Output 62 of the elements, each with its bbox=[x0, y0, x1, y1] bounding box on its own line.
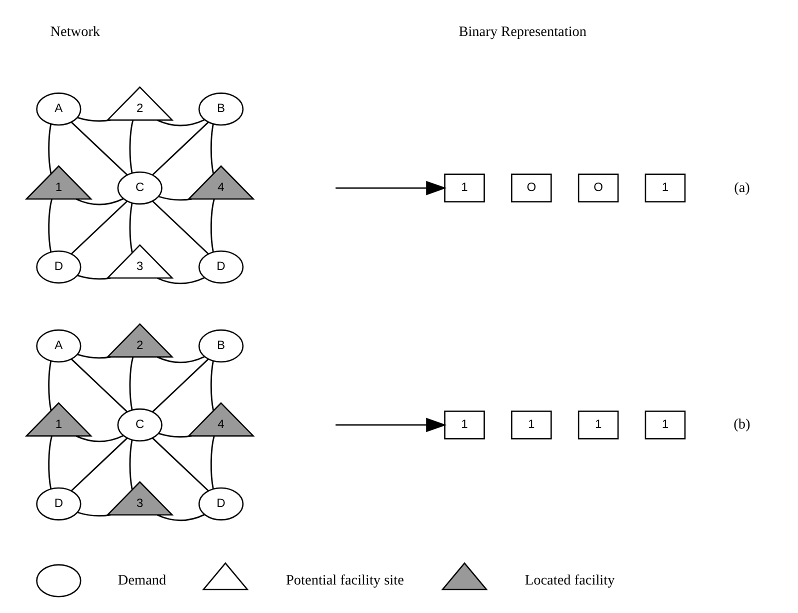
connector bbox=[71, 200, 128, 254]
connector bbox=[210, 361, 214, 410]
node-ellipse: A bbox=[36, 92, 82, 126]
connector bbox=[48, 436, 52, 489]
node-box: 1 bbox=[644, 410, 686, 440]
connector bbox=[152, 438, 209, 492]
arrow bbox=[336, 418, 447, 432]
connector bbox=[70, 122, 128, 176]
connector bbox=[48, 361, 52, 410]
connector bbox=[70, 358, 128, 412]
node-box: O bbox=[578, 174, 619, 202]
connector bbox=[129, 440, 133, 490]
node-ellipse: D bbox=[36, 487, 82, 520]
connector bbox=[129, 356, 134, 410]
connector bbox=[77, 512, 111, 517]
node-box: 1 bbox=[578, 410, 619, 440]
connector bbox=[129, 120, 134, 174]
connector bbox=[157, 119, 205, 126]
arrow bbox=[336, 180, 447, 196]
connector bbox=[48, 124, 52, 174]
node-ellipse: D bbox=[198, 487, 244, 520]
connector bbox=[48, 199, 52, 252]
connector bbox=[152, 122, 209, 176]
connector bbox=[71, 438, 128, 492]
legend-label: Demand bbox=[118, 572, 166, 588]
node-box: 1 bbox=[511, 410, 552, 440]
connector bbox=[157, 514, 205, 522]
node-triangle bbox=[441, 562, 488, 590]
connector bbox=[129, 203, 133, 253]
connector bbox=[77, 274, 111, 280]
node-ellipse: C bbox=[117, 171, 162, 205]
connector bbox=[157, 356, 205, 364]
connector bbox=[152, 200, 209, 254]
label: (b) bbox=[734, 416, 750, 433]
node-ellipse: C bbox=[117, 408, 162, 442]
label: (a) bbox=[734, 180, 750, 196]
node-ellipse: B bbox=[198, 92, 244, 126]
node-ellipse: D bbox=[198, 250, 244, 284]
connector bbox=[157, 277, 205, 284]
node-triangle bbox=[202, 562, 249, 590]
node-ellipse: B bbox=[198, 329, 244, 363]
legend-label: Potential facility site bbox=[286, 572, 404, 588]
node-box: 1 bbox=[444, 174, 485, 202]
connector bbox=[210, 436, 215, 489]
connector bbox=[152, 358, 209, 412]
connector bbox=[76, 198, 124, 206]
connector bbox=[77, 354, 111, 359]
connector bbox=[77, 116, 111, 122]
connector bbox=[210, 124, 214, 174]
connector bbox=[158, 196, 192, 201]
connector bbox=[210, 199, 215, 252]
label: Network bbox=[50, 24, 100, 40]
node-ellipse: D bbox=[36, 250, 82, 284]
connector bbox=[76, 434, 124, 442]
label: Binary Representation bbox=[458, 24, 587, 40]
node-box: 1 bbox=[644, 174, 686, 202]
node-box: O bbox=[511, 174, 552, 202]
connector bbox=[158, 432, 192, 438]
node-box: 1 bbox=[444, 410, 485, 440]
node-ellipse: A bbox=[36, 329, 82, 363]
legend-label: Located facility bbox=[524, 572, 615, 588]
node-circle bbox=[36, 564, 82, 598]
